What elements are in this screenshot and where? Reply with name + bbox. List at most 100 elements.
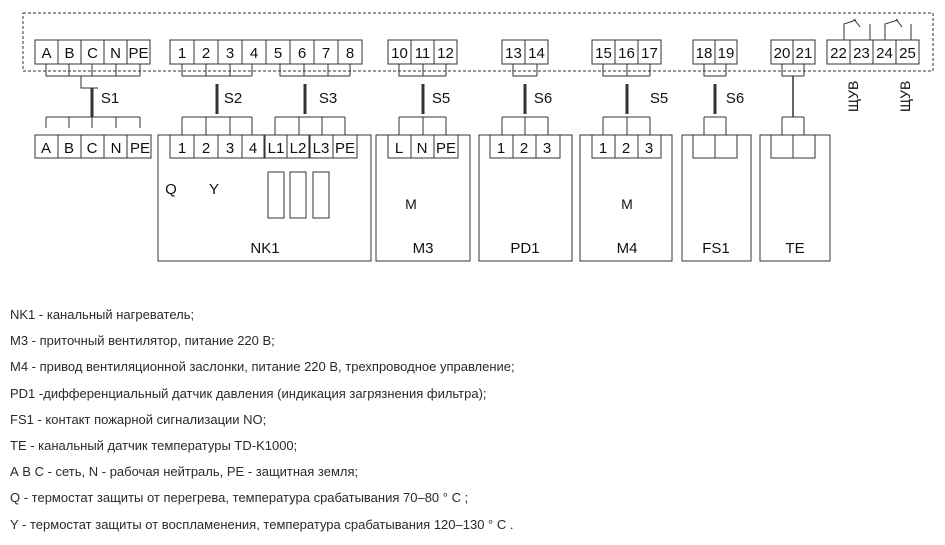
connector-wire [279,64,350,77]
device-terminal-label: 1 [497,140,505,157]
device-terminal-label: 3 [543,140,551,157]
device-terminal-label: L [395,140,403,157]
terminal-cell [895,39,920,65]
terminal-label: 8 [346,45,354,62]
terminal-label: 7 [322,45,330,62]
device-terminal-label: 4 [249,140,257,157]
terminal-label: 18 [696,45,713,62]
terminal-label: 13 [505,45,522,62]
cable-label: S5 [432,90,450,107]
device-terminal-label: L2 [290,140,307,157]
device-terminal-cell [692,134,716,159]
switch-contact [884,19,899,40]
legend-nk1: NK1 - канальный нагреватель; [10,307,195,322]
legend-network: А В С - сеть, N - рабочая нейтраль, PE -… [10,464,359,480]
connector-wire [45,64,82,77]
device-name-m3: M3 [413,240,434,257]
connector-wire [181,64,252,77]
device-terminal-label: L1 [268,140,285,157]
device-terminal-label: 1 [599,140,607,157]
terminal-label: 15 [595,45,612,62]
cable-label: S5 [650,90,668,107]
legend-m4: M4 - привод вентиляционной заслонки, пит… [10,359,515,375]
terminal-boxes [34,39,920,262]
device-terminal-label: A [41,140,51,157]
device-terminal-label: PE [335,140,355,157]
device-terminal-cell [241,134,265,159]
device-terminal-label: 2 [622,140,630,157]
shuv-label: ЩУВ [897,81,913,112]
connector-wire [80,75,98,89]
legend-q: Q - термостат защиты от перегрева, темпе… [10,490,469,506]
cable-label: S6 [534,90,552,107]
terminal-label: 24 [876,45,893,62]
switch-contact [895,18,903,28]
terminal-cell [313,39,339,65]
device-terminal-label: 1 [178,140,186,157]
terminal-cell [126,39,151,65]
terminal-label: 3 [226,45,234,62]
device-name-te: TE [785,240,804,257]
terminal-label: N [110,45,121,62]
device-terminal-label: B [64,140,74,157]
thermostat-label-y: Y [209,181,219,198]
terminal-label: 14 [528,45,545,62]
legend: NK1 - канальный нагреватель; M3 - приточ… [10,302,515,538]
switch-contact [843,19,857,40]
legend-y: Y - термостат защиты от воспламенения, т… [10,516,514,532]
terminal-label: 11 [415,45,431,62]
legend-fs1: FS1 - контакт пожарной сигнализации NO; [10,411,267,427]
device-terminal-label: L3 [313,140,330,157]
switch-contact [853,18,861,28]
terminal-label: 22 [830,45,847,62]
cable-label: S2 [224,90,242,107]
terminal-cell [289,39,315,65]
device-terminal-cell [433,134,459,159]
device-name-m4: M4 [617,240,638,257]
terminal-label: 20 [774,45,791,62]
terminal-cell [637,39,662,65]
cable-label: S3 [319,90,337,107]
terminal-label: 5 [274,45,282,62]
connector-wire [703,64,726,77]
device-terminal-label: 2 [202,140,210,157]
device-terminal-label: PE [130,140,150,157]
device-terminal-cell [714,134,738,159]
legend-te: TE - канальный датчик температуры TD-K10… [10,437,298,453]
terminal-label: 17 [641,45,658,62]
terminal-label: 6 [298,45,306,62]
terminal-label: PE [128,45,148,62]
connector-wire [602,64,650,77]
terminal-label: A [41,45,51,62]
device-terminal-cell [637,134,662,159]
heater-element [312,171,330,219]
terminal-label: 25 [899,45,916,62]
connector-wire [781,64,804,77]
shuv-label: ЩУВ [845,81,861,112]
device-terminal-cell [332,134,358,159]
terminal-cell [792,39,816,65]
terminal-label: 1 [178,45,186,62]
terminal-label: 21 [796,45,813,62]
legend-m3: M3 - приточный вентилятор, питание 220 В… [10,333,275,349]
terminal-label: C [87,45,98,62]
legend-pd1: PD1 -дифференциальный датчик давления (и… [10,385,487,401]
device-terminal-cell [535,134,561,159]
terminal-cell [433,39,458,65]
device-terminal-cell [286,134,310,159]
device-name-nk1: NK1 [250,240,279,257]
connector-wire [98,64,141,77]
cable-label: S6 [726,90,744,107]
motor-m4-symbol: M [621,196,633,212]
device-terminal-label: N [111,140,122,157]
cable-label: S1 [101,90,119,107]
terminal-label: 23 [853,45,870,62]
terminal-label: 16 [618,45,635,62]
device-terminal-label: 2 [520,140,528,157]
terminal-cell [714,39,738,65]
device-name-pd1: PD1 [510,240,539,257]
device-name-fs1: FS1 [702,240,730,257]
device-terminal-cell [770,134,794,159]
